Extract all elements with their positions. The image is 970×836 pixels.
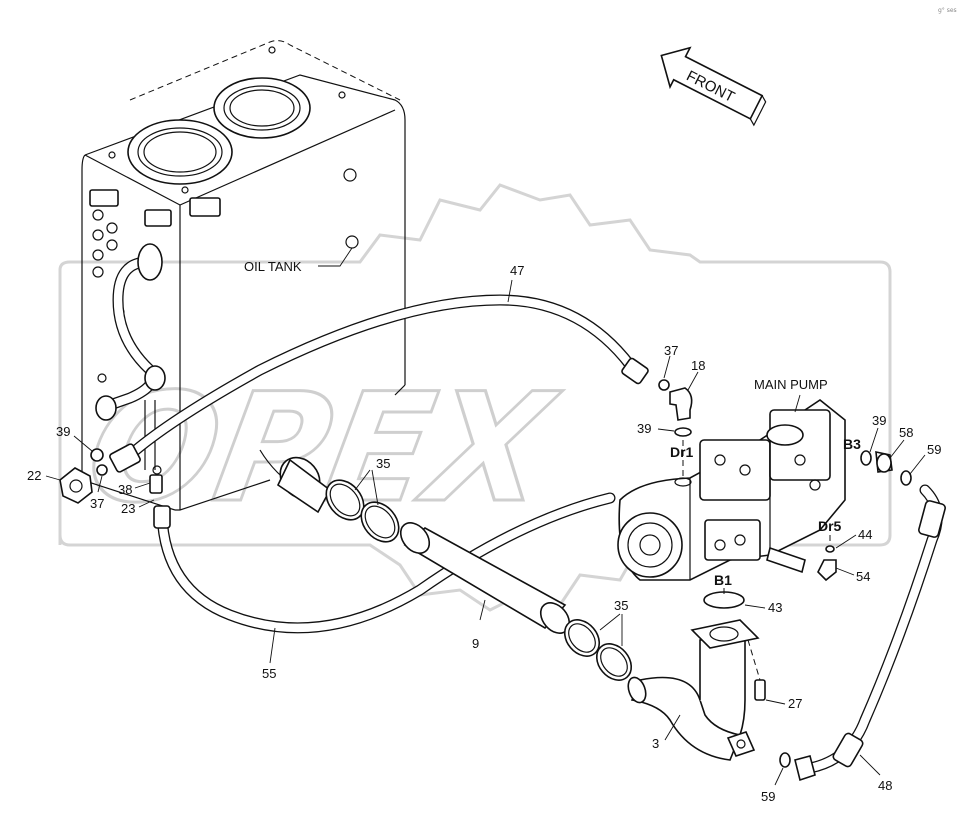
left-fittings [59,448,163,504]
dr5-fittings: Dr5 44 54 [766,518,872,584]
label-58: 58 [899,425,913,440]
label-43: 43 [768,600,782,615]
hose-55: 55 [153,492,616,681]
label-9: 9 [472,636,479,651]
elbow-pipe: 43 27 3 [627,591,802,761]
suction-pipe: 35 35 9 [259,449,633,681]
b3-fittings: B3 39 58 59 [843,413,941,486]
oil-tank: OIL TANK [81,40,406,511]
hose-47: 47 [109,263,649,473]
label-59-upper: 59 [927,442,941,457]
label-39-dr1: 39 [637,421,651,436]
port-b1-group: B1 [714,572,732,595]
port-b3: B3 [843,436,861,452]
label-59-lower: 59 [761,789,775,804]
fitting-18: 37 18 39 Dr1 [637,343,705,487]
left-labels: 39 22 37 38 23 [27,424,155,516]
hose-48: 48 [794,484,946,793]
label-55: 55 [262,666,276,681]
label-37-upper: 37 [664,343,678,358]
label-22: 22 [27,468,41,483]
label-23: 23 [121,501,135,516]
label-44: 44 [858,527,872,542]
label-37-left: 37 [90,496,104,511]
oil-tank-label: OIL TANK [244,259,302,274]
label-39-left: 39 [56,424,70,439]
main-pump-label: MAIN PUMP [754,377,828,392]
label-38: 38 [118,482,132,497]
label-35-upper: 35 [376,456,390,471]
label-39-b3: 39 [872,413,886,428]
label-35-lower: 35 [614,598,628,613]
label-3: 3 [652,736,659,751]
label-48: 48 [878,778,892,793]
front-arrow: FRONT [660,46,767,127]
port-b1: B1 [714,572,732,588]
corner-mark: g° ses [938,7,957,14]
ring-59-lower: 59 [761,752,791,804]
label-27: 27 [788,696,802,711]
label-18: 18 [691,358,705,373]
main-pump: MAIN PUMP [617,377,846,581]
port-dr1: Dr1 [670,444,694,460]
label-47: 47 [510,263,524,278]
label-54: 54 [856,569,870,584]
port-dr5: Dr5 [818,518,842,534]
